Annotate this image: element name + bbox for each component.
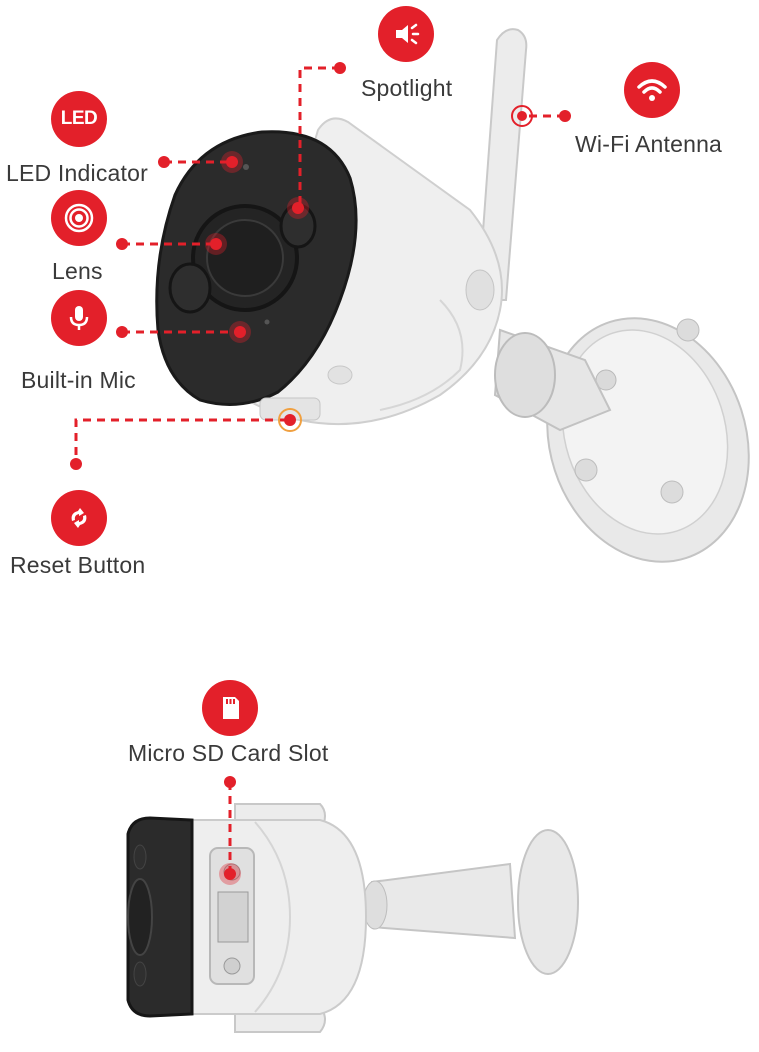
microphone-icon — [51, 290, 107, 346]
speaker-icon — [378, 6, 434, 62]
label-spotlight: Spotlight — [361, 75, 453, 101]
sd-card-icon — [202, 680, 258, 736]
led-icon-text: LED — [60, 108, 98, 129]
label-led-indicator: LED Indicator — [6, 160, 148, 186]
label-built-in-mic: Built-in Mic — [21, 367, 136, 393]
led-icon: LED — [51, 91, 107, 147]
label-reset-button: Reset Button — [10, 552, 146, 578]
wifi-icon — [624, 62, 680, 118]
lens-icon — [51, 190, 107, 246]
reset-icon — [51, 490, 107, 546]
wall-mount — [493, 317, 750, 563]
label-micro-sd-card-slot: Micro SD Card Slot — [128, 740, 329, 766]
camera-face — [155, 130, 358, 406]
camera-side-view — [126, 776, 579, 1033]
label-wifi-antenna: Wi-Fi Antenna — [575, 131, 723, 157]
camera-front-view — [70, 28, 750, 563]
label-lens: Lens — [52, 258, 103, 284]
